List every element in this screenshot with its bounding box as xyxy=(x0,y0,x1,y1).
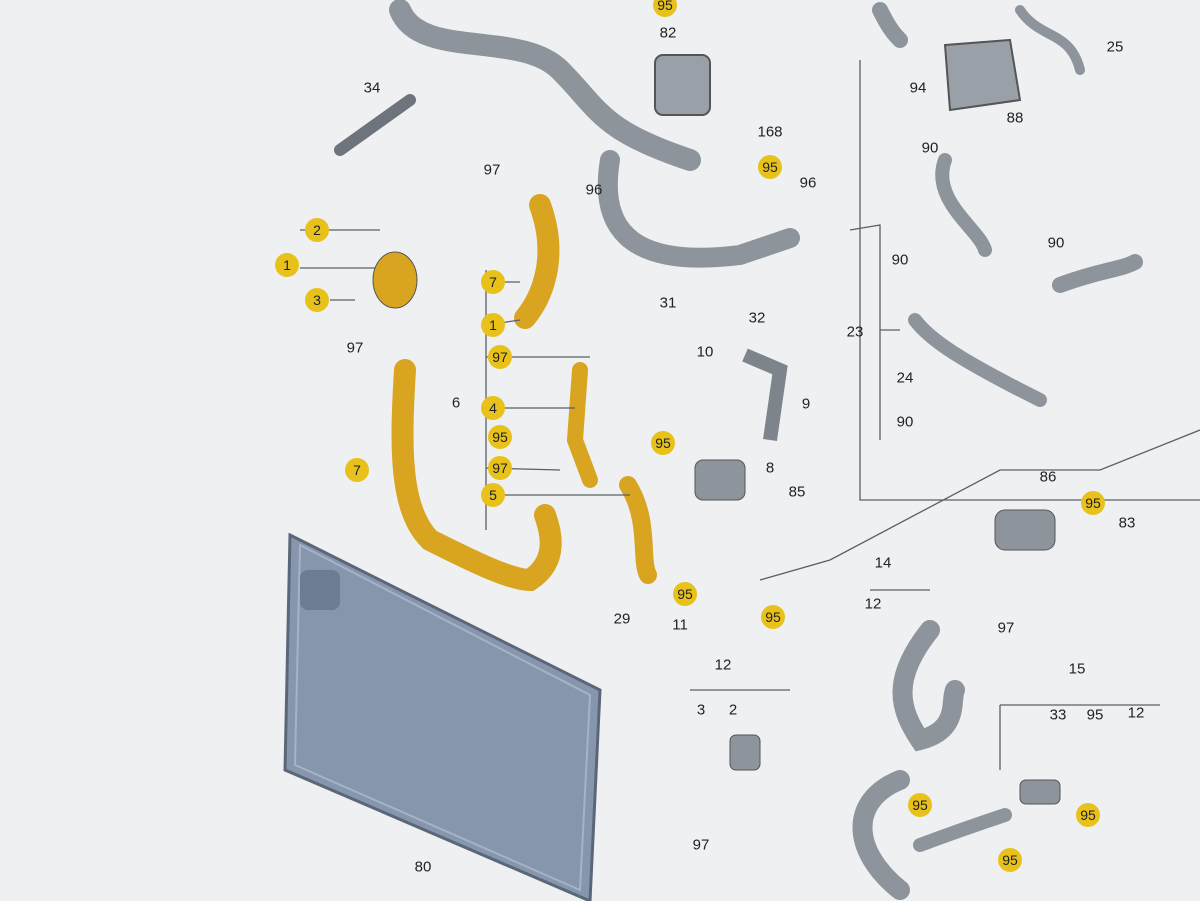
callout-label: 82 xyxy=(659,24,677,42)
callout-label: 4 xyxy=(481,396,505,420)
callout-label: 33 xyxy=(1049,706,1067,724)
radiator xyxy=(283,532,602,901)
callout-label: 29 xyxy=(613,610,631,628)
callout-label: 95 xyxy=(651,431,675,455)
callout-label: 97 xyxy=(692,836,710,854)
callout-label: 31 xyxy=(659,294,677,312)
callout-label: 15 xyxy=(1068,660,1086,678)
callout-label: 97 xyxy=(488,456,512,480)
callout-label: 95 xyxy=(761,605,785,629)
callout-label: 3 xyxy=(305,288,329,312)
callout-label: 34 xyxy=(363,79,381,97)
callout-label: 80 xyxy=(414,858,432,876)
callout-label: 95 xyxy=(673,582,697,606)
callout-label: 25 xyxy=(1106,38,1124,56)
callout-label: 11 xyxy=(672,616,688,634)
callout-label: 90 xyxy=(891,251,909,269)
callout-label: 9 xyxy=(801,395,811,413)
callout-label: 8 xyxy=(765,459,775,477)
callout-label: 96 xyxy=(585,181,603,199)
callout-label: 95 xyxy=(653,0,677,17)
callout-label: 90 xyxy=(896,413,914,431)
callout-label: 94 xyxy=(909,79,927,97)
callout-label: 32 xyxy=(748,309,766,327)
callout-label: 12 xyxy=(714,656,732,674)
callout-label: 10 xyxy=(696,343,714,361)
callout-label: 1 xyxy=(275,253,299,277)
callout-label: 90 xyxy=(921,139,939,157)
callout-label: 24 xyxy=(896,369,914,387)
callout-label: 97 xyxy=(488,345,512,369)
callout-label: 2 xyxy=(728,701,738,719)
callout-label: 85 xyxy=(788,483,806,501)
callout-label: 7 xyxy=(481,270,505,294)
components xyxy=(372,38,1061,805)
callout-label: 95 xyxy=(908,793,932,817)
callout-label: 6 xyxy=(451,394,461,412)
callout-label: 95 xyxy=(1076,803,1100,827)
callout-label: 95 xyxy=(998,848,1022,872)
callout-label: 3 xyxy=(696,701,706,719)
callout-label: 14 xyxy=(874,554,892,572)
callout-label: 7 xyxy=(345,458,369,482)
callout-label: 95 xyxy=(488,425,512,449)
callout-label: 97 xyxy=(483,161,501,179)
callout-label: 88 xyxy=(1006,109,1024,127)
callout-label: 95 xyxy=(758,155,782,179)
callout-label: 90 xyxy=(1047,234,1065,252)
callout-label: 86 xyxy=(1039,468,1057,486)
callout-label: 95 xyxy=(1081,491,1105,515)
callout-label: 95 xyxy=(1086,706,1104,724)
callout-label: 83 xyxy=(1118,514,1136,532)
callout-label: 2 xyxy=(305,218,329,242)
callout-label: 5 xyxy=(481,483,505,507)
callout-label: 1 xyxy=(481,313,505,337)
hoses xyxy=(334,0,1143,900)
callout-label: 12 xyxy=(864,595,882,613)
callout-label: 168 xyxy=(757,123,783,141)
callout-label: 23 xyxy=(846,323,864,341)
callout-label: 97 xyxy=(346,339,364,357)
callout-label: 12 xyxy=(1127,704,1145,722)
callout-label: 96 xyxy=(799,174,817,192)
callout-label: 97 xyxy=(997,619,1015,637)
